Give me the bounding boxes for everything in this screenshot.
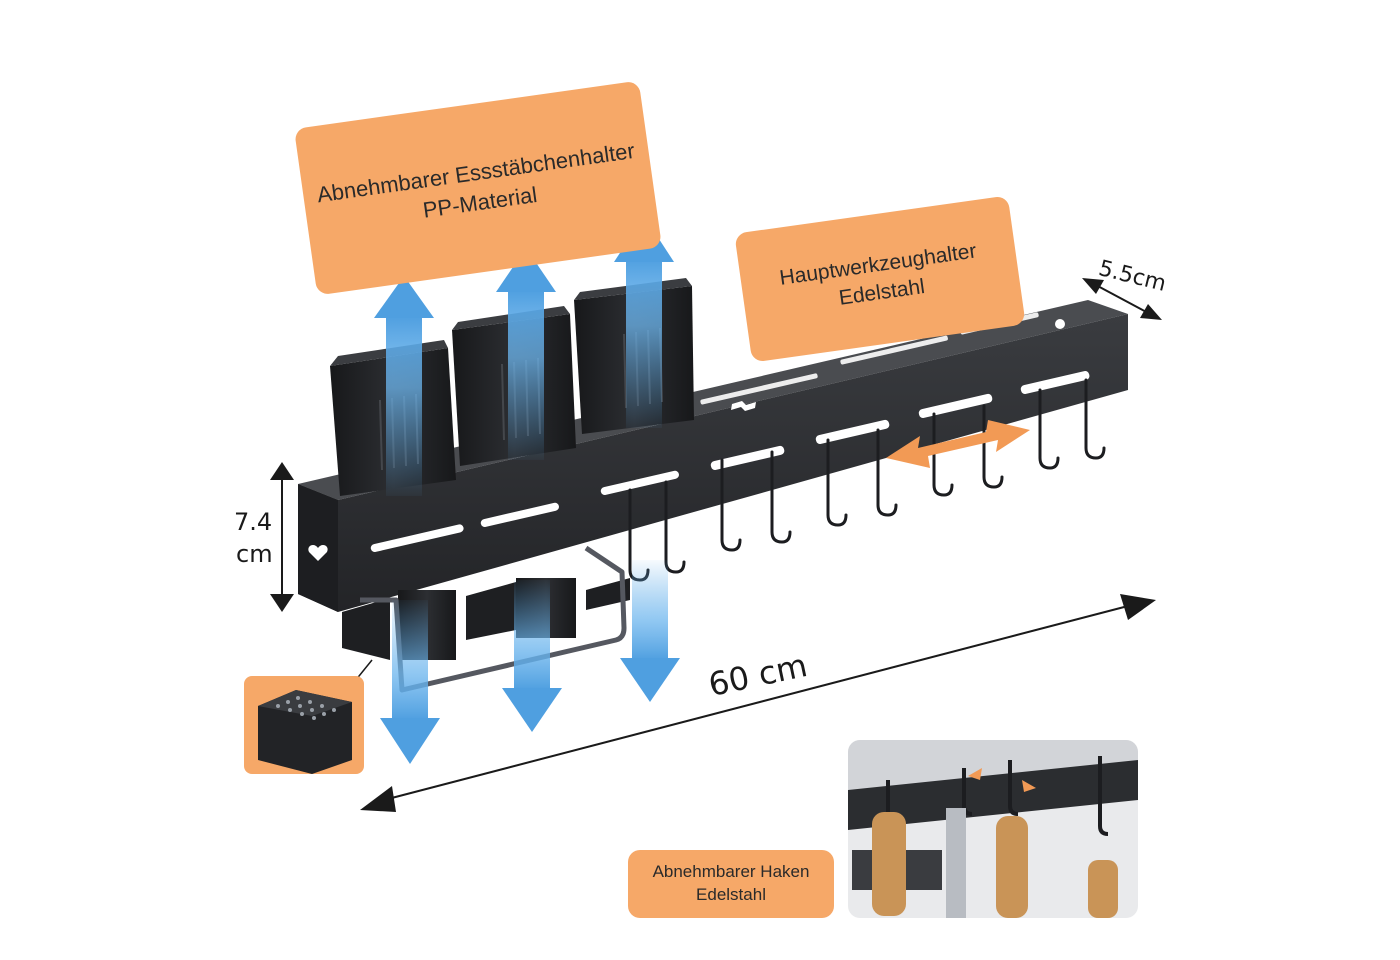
dimension-lines [270,278,1162,812]
hook-photo-inset [848,740,1138,918]
hook-callout: Abnehmbarer Haken Edelstahl [628,850,834,918]
heart-hole-icon [308,545,328,561]
towel-bar [360,545,627,693]
height-value-label: 7.4 [234,508,273,536]
hook-title: Abnehmbarer Haken [652,862,810,882]
depth-dimension-line [1093,283,1151,315]
length-dimension-line [383,605,1129,801]
drain-holes-icon [276,696,336,720]
arrow-left-right-icon [886,420,1030,468]
drain-detail-inset [244,659,373,774]
hook-material: Edelstahl [696,885,766,904]
height-unit-label: cm [236,540,273,568]
